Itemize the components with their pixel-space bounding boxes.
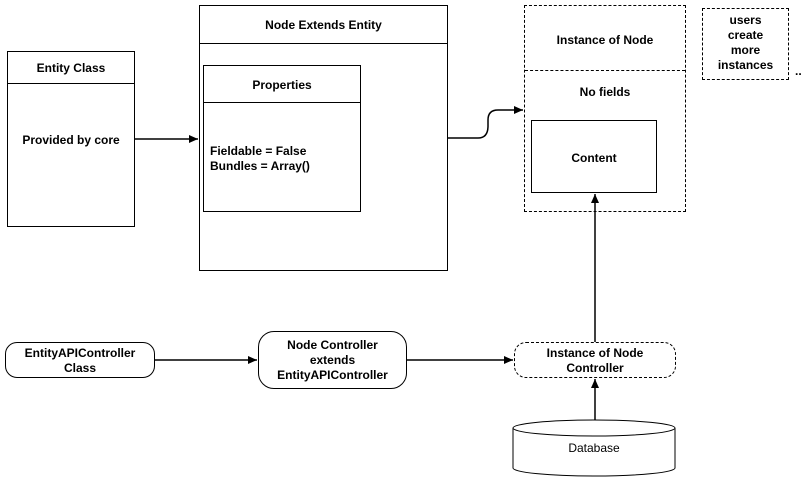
properties-body: Fieldable = False Bundles = Array() (210, 144, 310, 173)
entity-class-body: Provided by core (22, 133, 120, 147)
ellipsis-mark: .. (795, 64, 802, 78)
database-label: Database (568, 441, 620, 455)
instance-of-node-title: Instance of Node (556, 33, 654, 47)
entity-api-controller-box: EntityAPIController Class (5, 342, 155, 378)
instance-of-node-controller-label: Instance of Node Controller (546, 346, 644, 375)
node-extends-entity-title: Node Extends Entity (265, 18, 382, 32)
users-note-label: users create more instances (717, 13, 774, 72)
properties-header-divider (204, 102, 360, 103)
node-controller-box: Node Controller extends EntityAPIControl… (258, 331, 407, 389)
instance-of-node-controller-box: Instance of Node Controller (514, 342, 676, 378)
node-extends-entity-header-divider (200, 43, 447, 44)
arrow-node-to-instance (448, 106, 523, 139)
entity-class-header-divider (8, 83, 134, 84)
content-label: Content (571, 151, 617, 165)
properties-title: Properties (252, 78, 312, 92)
users-note-box: users create more instances (702, 8, 789, 80)
properties-box: Properties Fieldable = False Bundles = A… (203, 65, 361, 212)
entity-api-controller-label: EntityAPIController Class (24, 346, 136, 375)
instance-of-node-header-divider (525, 70, 685, 71)
instance-of-node-subtitle: No fields (579, 85, 631, 99)
entity-class-box: Entity Class Provided by core (7, 51, 135, 227)
content-box: Content (531, 120, 657, 193)
entity-class-title: Entity Class (36, 61, 106, 75)
node-controller-label: Node Controller extends EntityAPIControl… (277, 338, 388, 382)
